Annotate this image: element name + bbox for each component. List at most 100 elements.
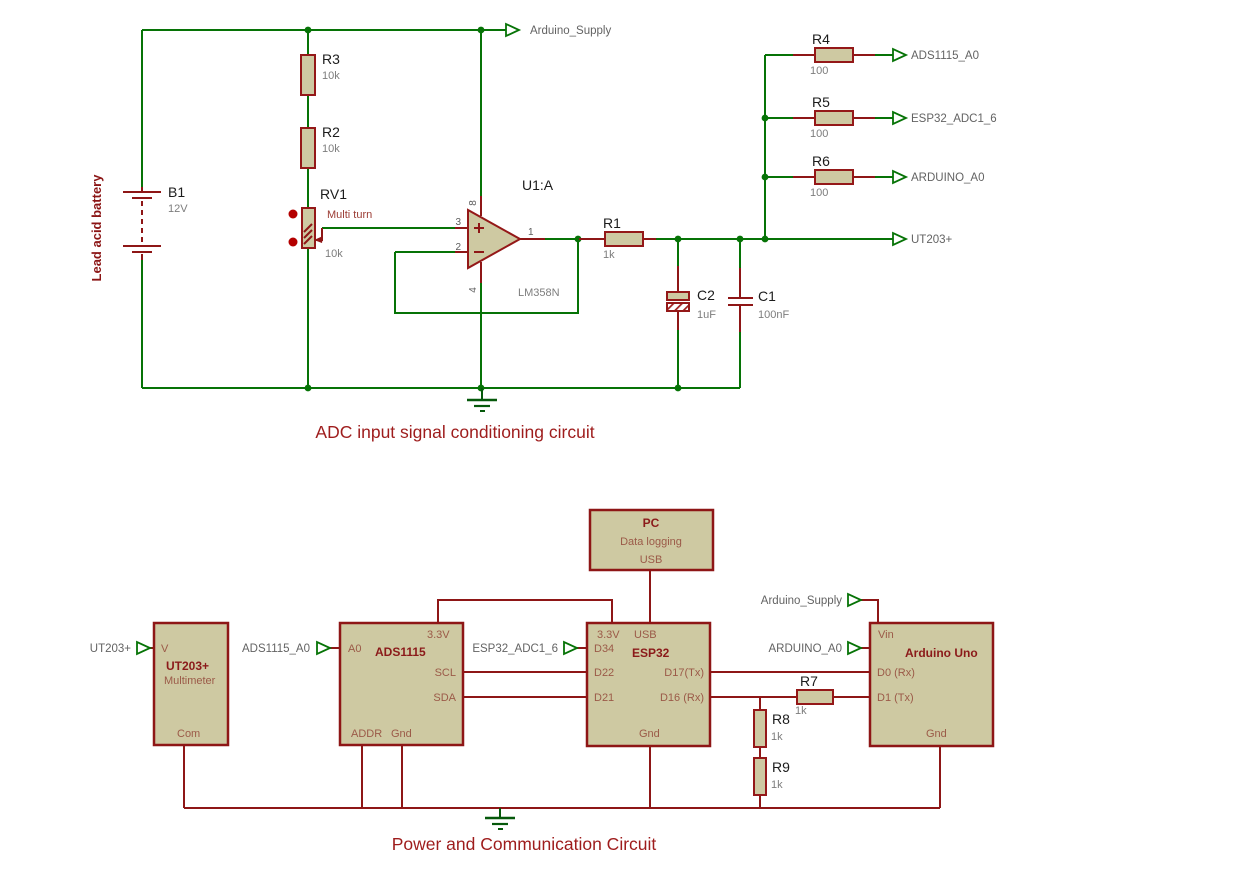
b1-ref-label: B1 [168, 184, 185, 200]
ground-symbol [485, 808, 515, 830]
r8-value-label: 1k [771, 731, 783, 743]
battery-note-label: Lead acid battery [89, 174, 104, 282]
esp32-pin-d21: D21 [594, 692, 614, 704]
resistor-r5 [793, 110, 875, 126]
junction-dots [304, 26, 769, 392]
terminal-arrow-ads1115-a0 [892, 47, 909, 63]
rv1-value-label: 10k [325, 248, 343, 260]
r2-value-label: 10k [322, 143, 340, 155]
rv1-ref-label: RV1 [320, 186, 347, 202]
potentiometer-rv1 [288, 207, 323, 249]
pot-wiper-arrow [314, 236, 323, 243]
r7-value-label: 1k [795, 705, 807, 717]
esp32-pin-usb: USB [634, 629, 657, 641]
ads1115-pin-33v: 3.3V [427, 629, 450, 641]
u1a-pin8-number: 8 [468, 200, 479, 206]
wires-green [141, 29, 893, 389]
terminal-arrow-arduino-a0-in [847, 640, 864, 656]
multimeter-pin-v: V [161, 643, 169, 655]
r5-value-label: 100 [810, 128, 828, 140]
esp32-pin-d22: D22 [594, 667, 614, 679]
esp32-pin-d17: D17(Tx) [664, 667, 704, 679]
esp32-title: ESP32 [632, 646, 670, 660]
ads1115-pin-scl: SCL [435, 667, 456, 679]
c1-ref-label: C1 [758, 288, 776, 304]
net-label-esp32-adc1-6-in: ESP32_ADC1_6 [472, 643, 558, 655]
net-label-ut203: UT203+ [911, 234, 953, 246]
resistor-r4 [793, 47, 875, 63]
multimeter-subtitle: Multimeter [164, 675, 216, 687]
resistor-r9 [753, 757, 767, 796]
c2-value-label: 1uF [697, 309, 716, 321]
ads1115-box [338, 621, 465, 747]
r8-ref-label: R8 [772, 711, 790, 727]
r9-ref-label: R9 [772, 759, 790, 775]
wires-maroon [150, 570, 941, 809]
esp32-pin-gnd: Gnd [639, 728, 660, 740]
r6-value-label: 100 [810, 187, 828, 199]
terminal-arrow-ut203 [892, 231, 909, 247]
b1-value-label: 12V [168, 203, 188, 215]
power-communication-circuit: PC Data logging USB UT203+ V UT203+ Mult… [90, 508, 995, 854]
u1a-pin2-number: 2 [455, 242, 461, 253]
resistor-r1 [579, 231, 656, 247]
arduino-pin-d0: D0 (Rx) [877, 667, 915, 679]
arduino-pin-vin: Vin [878, 629, 894, 641]
ads1115-title: ADS1115 [375, 645, 426, 659]
resistor-r8 [753, 709, 767, 748]
resistor-r6 [793, 169, 875, 185]
terminal-arrow-arduino-a0 [892, 169, 909, 185]
terminal-arrow-arduino-supply-in [847, 592, 864, 608]
r3-ref-label: R3 [322, 51, 340, 67]
esp32-pin-d34: D34 [594, 643, 614, 655]
r1-ref-label: R1 [603, 215, 621, 231]
multimeter-pin-com: Com [177, 728, 200, 740]
net-label-arduino-a0-in: ARDUINO_A0 [769, 643, 843, 655]
u1a-pin3-number: 3 [455, 217, 461, 228]
bottom-circuit-title: Power and Communication Circuit [392, 834, 657, 854]
u1a-ref-label: U1:A [522, 177, 554, 193]
resistor-r3-body [300, 54, 316, 96]
net-label-arduino-supply: Arduino_Supply [530, 25, 611, 37]
capacitor-c1 [728, 268, 753, 332]
r9-value-label: 1k [771, 779, 783, 791]
top-circuit-title: ADC input signal conditioning circuit [315, 422, 594, 442]
u1a-pin4-number: 4 [468, 287, 479, 293]
net-label-ads1115-a0: ADS1115_A0 [911, 50, 979, 62]
terminal-arrow-esp32-adc1-6 [892, 110, 909, 126]
net-label-esp32-adc1-6: ESP32_ADC1_6 [911, 113, 997, 125]
arduino-pin-gnd: Gnd [926, 728, 947, 740]
arduino-pin-d1: D1 (Tx) [877, 692, 914, 704]
arduino-title: Arduino Uno [905, 646, 978, 660]
r7-ref-label: R7 [800, 673, 818, 689]
esp32-pin-d16: D16 (Rx) [660, 692, 704, 704]
r4-ref-label: R4 [812, 31, 830, 47]
pc-box [588, 508, 715, 572]
terminal-arrow-esp32-adc1-6-in [563, 640, 580, 656]
ads1115-pin-a0: A0 [348, 643, 361, 655]
adc-conditioning-circuit: Arduino_Supply R3 10k R2 10k RV1 Multi t… [89, 22, 997, 442]
c2-ref-label: C2 [697, 287, 715, 303]
c1-value-label: 100nF [758, 309, 789, 321]
pc-title: PC [643, 516, 660, 530]
net-label-ut203-in: UT203+ [90, 643, 132, 655]
esp32-pin-33v: 3.3V [597, 629, 620, 641]
terminal-arrow-ads1115-a0-in [316, 640, 333, 656]
pc-line1: Data logging [620, 536, 682, 548]
r2-ref-label: R2 [322, 124, 340, 140]
terminal-arrow-ut203-in [136, 640, 153, 656]
capacitor-c2 [666, 266, 690, 330]
pot-terminal-dot [288, 209, 298, 219]
r1-value-label: 1k [603, 249, 615, 261]
rv1-style-label: Multi turn [327, 209, 372, 221]
u1a-part-label: LM358N [518, 287, 560, 299]
esp32-box [585, 621, 712, 748]
r5-ref-label: R5 [812, 94, 830, 110]
ads1115-pin-addr: ADDR [351, 728, 382, 740]
r6-ref-label: R6 [812, 153, 830, 169]
opamp-u1a [455, 196, 545, 283]
resistor-r7 [796, 689, 834, 705]
ads1115-pin-sda: SDA [433, 692, 456, 704]
